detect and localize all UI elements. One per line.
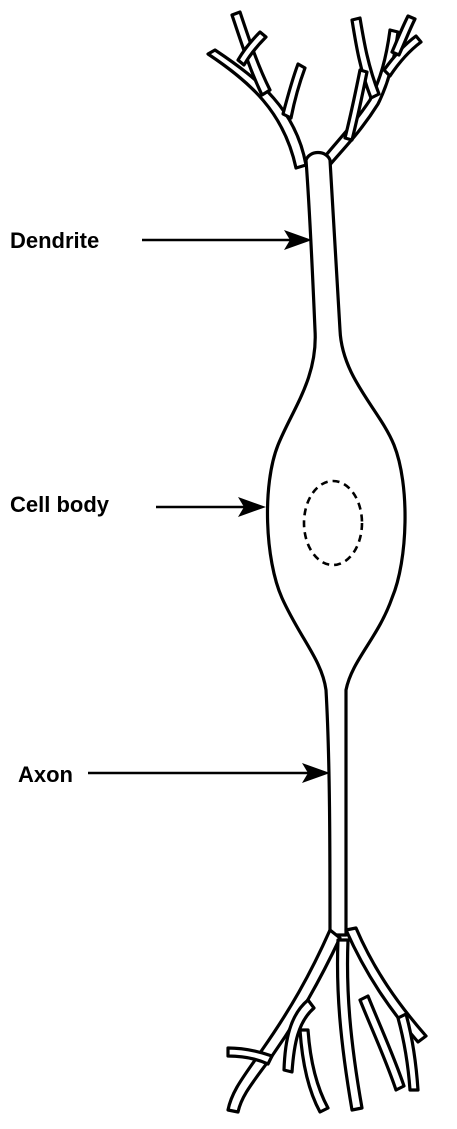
dendrite-tree: [208, 12, 421, 172]
label-dendrite: Dendrite: [10, 228, 99, 253]
label-axon: Axon: [18, 762, 73, 787]
axon-terminals: [228, 928, 426, 1112]
arrow-dendrite: [142, 230, 312, 250]
arrow-axon: [88, 763, 330, 783]
neuron-outline: [267, 153, 405, 936]
arrow-cell-body: [156, 497, 266, 517]
label-cell-body: Cell body: [10, 492, 110, 517]
